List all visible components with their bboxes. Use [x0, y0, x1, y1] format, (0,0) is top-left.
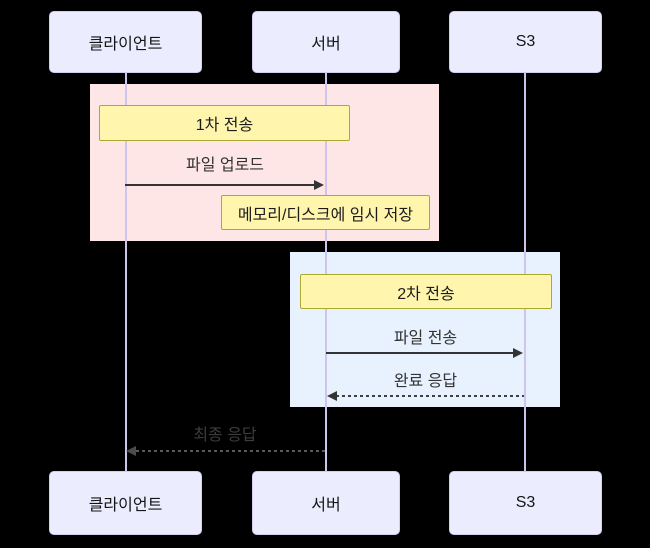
- actor-box-client-top: 클라이언트: [49, 11, 202, 73]
- message-complete-response-line: [336, 395, 524, 397]
- arrowhead-left-icon: [126, 446, 136, 456]
- actor-label-server-bottom: 서버: [311, 497, 341, 514]
- actor-box-s3-bottom: S3: [449, 471, 602, 535]
- message-final-response-label: 최종 응답: [193, 427, 257, 444]
- note-temp-storage-text: 메모리/디스크에 임시 저장: [237, 206, 414, 224]
- arrowhead-left-icon: [327, 391, 337, 401]
- phase-1-label-text: 1차 전송: [195, 117, 254, 134]
- message-file-transfer-line: [326, 352, 514, 354]
- actor-box-server-bottom: 서버: [252, 471, 400, 535]
- lifeline-server: [325, 73, 327, 472]
- actor-label-server-top: 서버: [311, 36, 341, 53]
- actor-box-s3-top: S3: [449, 11, 602, 73]
- arrowhead-right-icon: [314, 180, 324, 190]
- message-final-response-line: [136, 450, 325, 452]
- phase-1-label: 1차 전송: [99, 105, 350, 141]
- phase-2-label-text: 2차 전송: [397, 285, 455, 303]
- actor-box-server-top: 서버: [252, 11, 400, 73]
- actor-label-s3-bottom: S3: [515, 494, 536, 511]
- message-file-upload-line: [125, 184, 316, 186]
- lifeline-s3: [524, 73, 526, 472]
- message-complete-response-label: 완료 응답: [393, 373, 458, 390]
- actor-box-client-bottom: 클라이언트: [49, 471, 202, 535]
- phase-2-label: 2차 전송: [300, 274, 552, 309]
- message-file-transfer-label: 파일 전송: [393, 330, 458, 347]
- actor-label-client-bottom: 클라이언트: [88, 497, 163, 514]
- lifeline-client: [125, 73, 127, 472]
- note-temp-storage: 메모리/디스크에 임시 저장: [221, 195, 430, 230]
- arrowhead-right-icon: [513, 348, 523, 358]
- message-file-upload-label: 파일 업로드: [185, 157, 265, 174]
- actor-label-client-top: 클라이언트: [88, 36, 163, 53]
- actor-label-s3-top: S3: [515, 33, 536, 50]
